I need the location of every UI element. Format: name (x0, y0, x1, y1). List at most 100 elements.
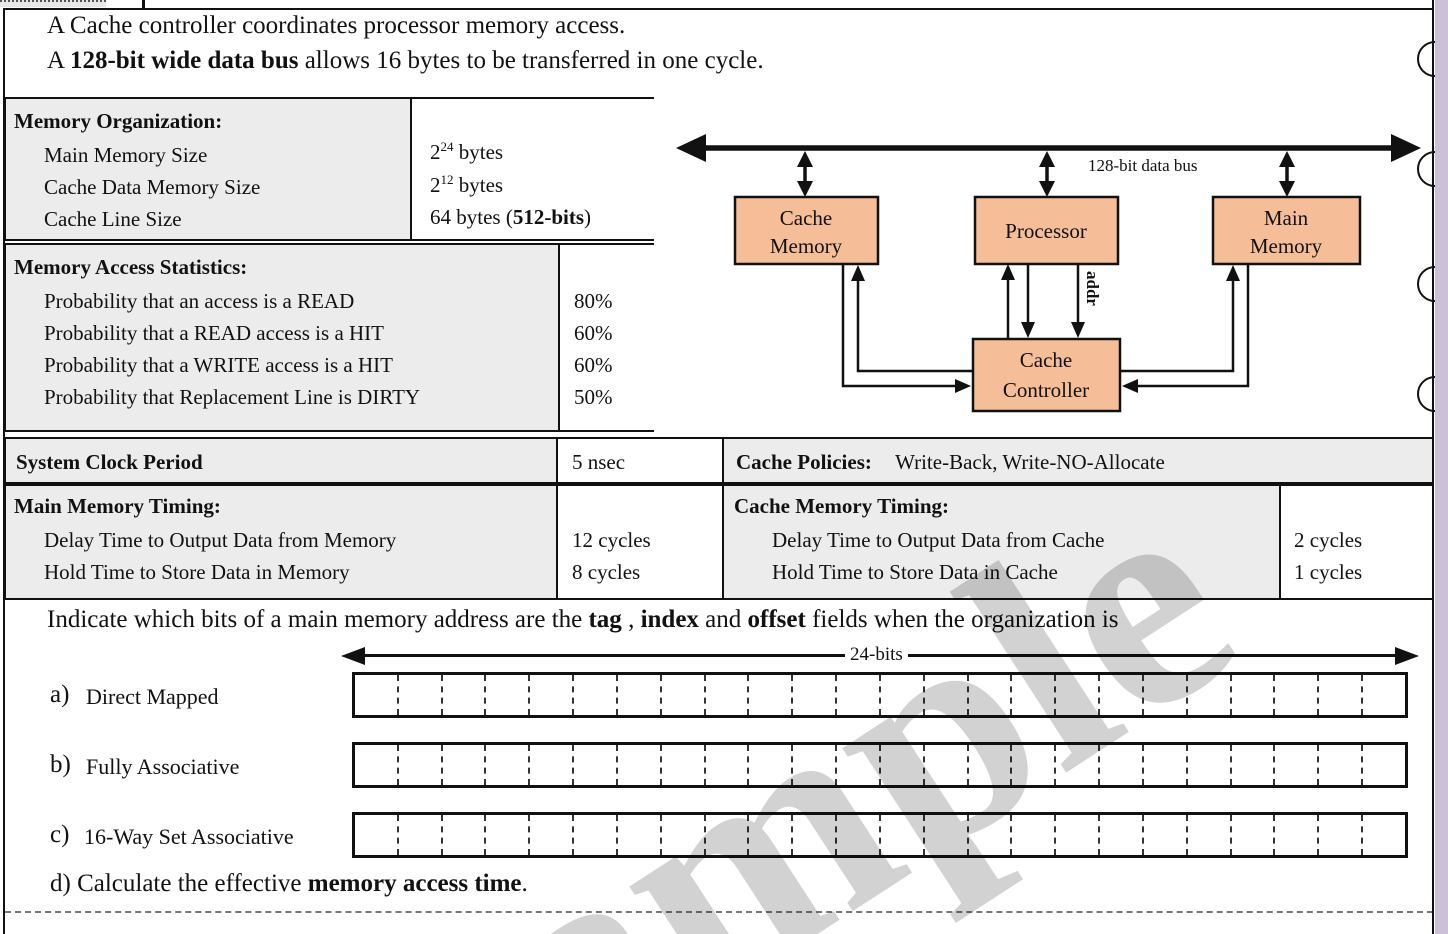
part-d-bold: memory access time (307, 870, 522, 897)
value-exponent: 24 (440, 139, 454, 154)
processor-to-controller-arrow (1021, 264, 1035, 338)
intro-line-2-bold: 128-bit wide data bus (69, 47, 299, 74)
main-memory-timing-cell (6, 486, 556, 598)
controller-to-processor-arrow (1001, 264, 1015, 339)
bit-cell (443, 745, 487, 785)
main-memory-timing-title: Main Memory Timing: (14, 494, 221, 518)
mmt-row-value: 12 cycles (572, 528, 651, 552)
system-clock-value: 5 nsec (572, 450, 626, 474)
bit-cell (969, 675, 1013, 715)
bit-cell (1275, 745, 1320, 785)
bus-label: 128-bit data bus (1088, 156, 1198, 175)
bit-cell (399, 675, 443, 715)
main-memory-box (1211, 195, 1362, 266)
page-top-artifact (0, 0, 106, 7)
bus-processor-arrow (1039, 151, 1055, 197)
row-c-marker: c) (50, 821, 70, 848)
bit-cell (837, 675, 881, 715)
bit-cell (837, 815, 881, 855)
bit-cell (618, 815, 662, 855)
bit-field-16way-set-associative (352, 812, 1408, 858)
bit-cell (1012, 745, 1057, 785)
bit-cell (1188, 675, 1232, 715)
intro-line-2-suffix: allows 16 bytes to be transferred in one… (298, 47, 764, 74)
bit-cell (749, 675, 794, 715)
bit-cell (969, 745, 1013, 785)
processor-label: Processor (1005, 219, 1087, 243)
cache-controller-box (971, 337, 1122, 413)
main-memory-label-2: Memory (1250, 234, 1323, 258)
stats-row-value: 60% (574, 353, 613, 377)
value-base: 2 (430, 173, 441, 197)
cache-to-controller-path (841, 264, 971, 393)
controller-to-mainmem-path (1120, 265, 1240, 373)
bit-cell (1319, 675, 1364, 715)
bit-cell (662, 675, 706, 715)
bit-cell (486, 675, 531, 715)
part-d-prefix: d) Calculate the effective (50, 870, 308, 897)
row-a-marker: a) (50, 681, 70, 708)
system-clock-label: System Clock Period (16, 450, 203, 474)
bit-cell (749, 815, 794, 855)
bit-cell (618, 675, 662, 715)
bit-cell (1232, 745, 1276, 785)
bit-cell (706, 745, 750, 785)
row-b-marker: b) (50, 751, 71, 778)
row-a-label: Direct Mapped (86, 684, 219, 709)
bit-cell (1056, 745, 1101, 785)
system-clock-cell (6, 439, 556, 482)
addr-arrow (1071, 264, 1085, 338)
bit-cell (486, 815, 531, 855)
bit-cell (969, 815, 1013, 855)
stats-row-value: 50% (574, 385, 613, 409)
memory-organization-value-cell (410, 99, 656, 239)
question-bold-index: index (640, 606, 699, 633)
question-text: Indicate which bits of a main memory add… (47, 606, 1119, 634)
value-suffix: ) (584, 205, 592, 229)
cmt-row-value: 1 cycles (1294, 560, 1363, 584)
page-right-border (1432, 0, 1434, 934)
stats-row-value: 80% (574, 289, 613, 313)
bit-cell (881, 675, 925, 715)
cache-policies-cell (722, 439, 1434, 482)
bit-cell (1319, 745, 1364, 785)
bit-cell (1232, 815, 1276, 855)
mem-org-value-line: 64 bytes (512-bits) (430, 205, 591, 230)
cmt-row-label: Hold Time to Store Data in Cache (772, 560, 1058, 584)
bit-cell (399, 815, 443, 855)
main-memory-label-1: Main (1264, 206, 1309, 230)
cache-memory-timing-values-cell (1279, 486, 1434, 598)
bit-cell (574, 745, 618, 785)
bit-cell (355, 675, 399, 715)
timing-row: Main Memory Timing: Delay Time to Output… (4, 484, 1434, 600)
bit-width-arrow-right-icon (1395, 646, 1419, 665)
bus-cache-arrow (797, 151, 813, 197)
bit-cell (1363, 675, 1405, 715)
mmt-row-label: Delay Time to Output Data from Memory (44, 528, 397, 552)
row-c-label: 16-Way Set Associative (84, 824, 294, 849)
bit-cell (1232, 675, 1276, 715)
question-bold-offset: offset (747, 606, 806, 633)
intro-line-1-text: A Cache controller coordinates processor… (47, 12, 626, 39)
bit-cell (881, 745, 925, 785)
bit-cell (1056, 675, 1101, 715)
cache-memory-timing-title: Cache Memory Timing: (734, 494, 950, 518)
bit-cell (1056, 815, 1101, 855)
system-clock-value-cell (556, 439, 722, 482)
question-sep1: , (621, 606, 641, 633)
stats-value-cell (558, 245, 656, 430)
stats-label-cell (6, 245, 558, 430)
memory-organization-table: Memory Organization: Main Memory Size Ca… (4, 97, 656, 241)
bit-cell (1363, 815, 1405, 855)
memory-access-statistics-table: Memory Access Statistics: Probability th… (4, 243, 656, 432)
memory-organization-label-cell (6, 99, 410, 239)
memory-organization-title: Memory Organization: (14, 109, 223, 133)
value-unit: bytes (453, 173, 504, 197)
intro-line-2: A 128-bit wide data bus allows 16 bytes … (47, 47, 764, 75)
addr-label: addr (1083, 271, 1102, 306)
bit-cell (574, 675, 618, 715)
bit-cell (530, 675, 575, 715)
bit-cell (1144, 815, 1188, 855)
bit-cell (925, 815, 969, 855)
